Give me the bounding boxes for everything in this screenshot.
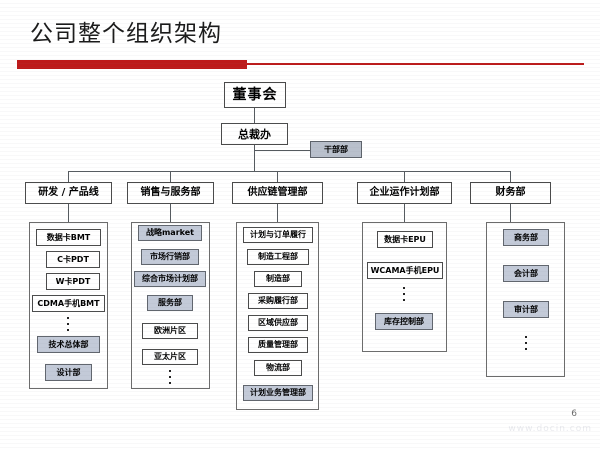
connector-dept-2-to-container	[170, 204, 171, 222]
ellipsis-icon-col-4	[403, 287, 405, 301]
connector-bus-to-col-1	[68, 171, 69, 182]
dept-header-5[interactable]: 财务部	[470, 182, 551, 204]
item-3-2[interactable]: 制造工程部	[247, 249, 309, 265]
connector-bus-to-col-2	[170, 171, 171, 182]
item-4-2[interactable]: WCAMA手机EPU	[367, 262, 443, 279]
item-3-8[interactable]: 计划业务管理部	[243, 385, 313, 401]
item-1-1[interactable]: 数据卡BMT	[36, 229, 101, 246]
item-4-1[interactable]: 数据卡EPU	[377, 231, 433, 248]
item-2-2[interactable]: 市场行销部	[141, 249, 199, 265]
node-president-office[interactable]: 总裁办	[221, 123, 288, 145]
item-2-1[interactable]: 战略market	[138, 225, 202, 241]
column-container-4	[362, 222, 447, 352]
item-5-3[interactable]: 审计部	[503, 301, 549, 318]
dept-header-3[interactable]: 供应链管理部	[232, 182, 323, 204]
connector-president-to-staff	[254, 150, 310, 151]
connector-dept-5-to-container	[510, 204, 511, 222]
item-5-1[interactable]: 商务部	[503, 229, 549, 246]
item-1-5[interactable]: 技术总体部	[37, 336, 100, 353]
page-title: 公司整个组织架构	[30, 21, 222, 47]
distribution-bus	[68, 171, 510, 172]
node-board-of-directors[interactable]: 董事会	[224, 82, 286, 108]
item-3-1[interactable]: 计划与订单履行	[243, 227, 313, 243]
ellipsis-icon-col-1	[67, 317, 69, 331]
connector-president-to-bus	[254, 145, 255, 171]
item-4-3[interactable]: 库存控制部	[375, 313, 433, 330]
item-2-4[interactable]: 服务部	[147, 295, 193, 311]
column-container-2	[131, 222, 210, 389]
node-staff-department[interactable]: 干部部	[310, 141, 362, 158]
item-1-6[interactable]: 设计部	[45, 364, 92, 381]
item-1-3[interactable]: W卡PDT	[46, 273, 100, 290]
column-container-1	[29, 222, 108, 389]
connector-bus-to-col-3	[277, 171, 278, 182]
watermark: www.docin.com	[508, 424, 592, 434]
item-2-6[interactable]: 亚太片区	[142, 349, 198, 365]
connector-dept-3-to-container	[277, 204, 278, 222]
item-5-2[interactable]: 会计部	[503, 265, 549, 282]
ellipsis-icon-col-2	[169, 370, 171, 384]
connector-bus-to-col-4	[404, 171, 405, 182]
item-2-5[interactable]: 欧洲片区	[142, 323, 198, 339]
connector-board-to-president	[254, 108, 255, 123]
dept-header-2[interactable]: 销售与服务部	[127, 182, 214, 204]
column-container-5	[486, 222, 565, 377]
title-rule-thick	[17, 60, 247, 69]
item-1-4[interactable]: CDMA手机BMT	[32, 295, 105, 312]
column-container-3	[236, 222, 319, 410]
item-3-6[interactable]: 质量管理部	[248, 337, 308, 353]
title-rule-thin	[247, 63, 584, 65]
item-3-4[interactable]: 采购履行部	[248, 293, 308, 309]
item-3-5[interactable]: 区域供应部	[248, 315, 308, 331]
ellipsis-icon-col-5	[525, 336, 527, 350]
connector-dept-1-to-container	[68, 204, 69, 222]
connector-dept-4-to-container	[404, 204, 405, 222]
item-3-7[interactable]: 物流部	[254, 360, 302, 376]
connector-bus-to-col-5	[510, 171, 511, 182]
item-2-3[interactable]: 综合市场计划部	[134, 271, 206, 287]
dept-header-1[interactable]: 研发 / 产品线	[25, 182, 112, 204]
dept-header-4[interactable]: 企业运作计划部	[357, 182, 452, 204]
item-3-3[interactable]: 制造部	[254, 271, 302, 287]
item-1-2[interactable]: C卡PDT	[46, 251, 100, 268]
page-number: 6	[571, 409, 577, 419]
